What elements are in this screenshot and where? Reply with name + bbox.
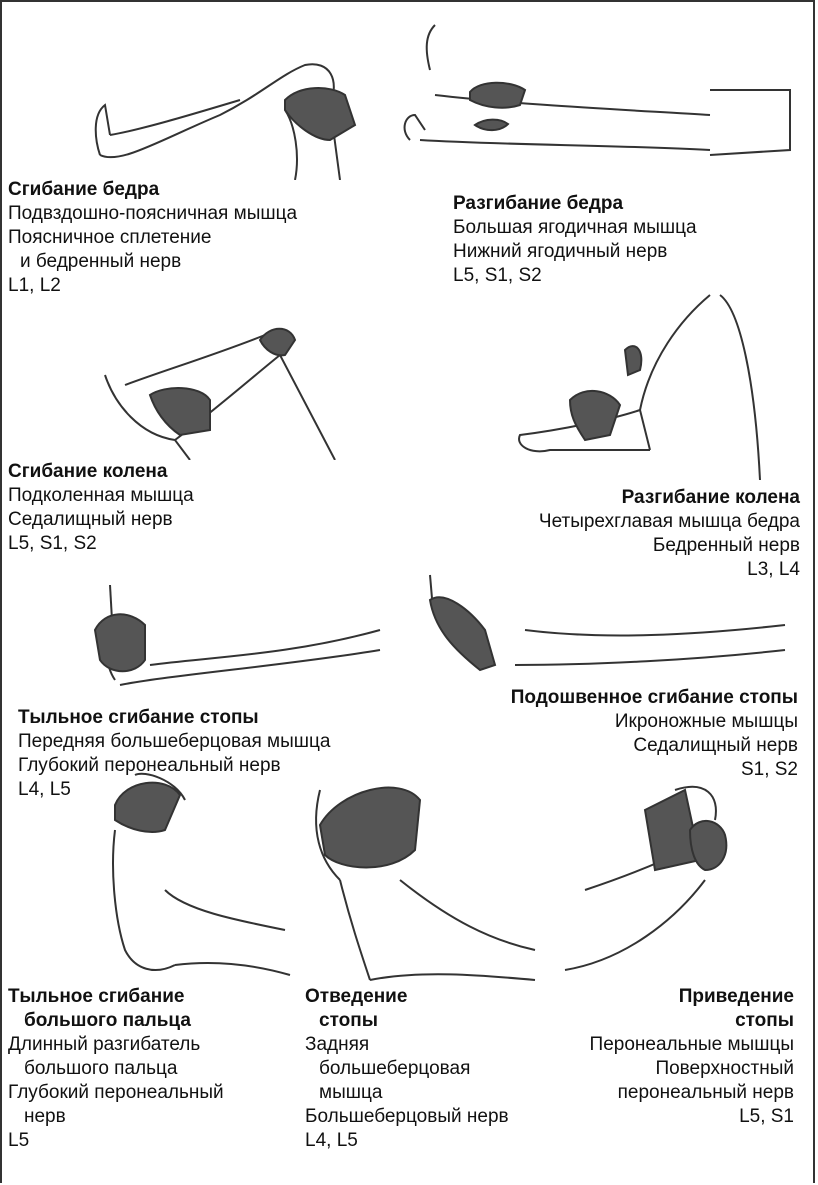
caption-line: Четырехглавая мышца бедра [539,510,800,534]
caption-title: Подошвенное сгибание стопы [511,686,798,710]
foot-dorsiflexion-illustration [90,575,390,695]
foot-abduction-illustration [300,770,540,985]
caption-title: Разгибание колена [539,486,800,510]
caption-foot-dorsiflexion: Тыльное сгибание стопы Передняя большебе… [18,706,330,802]
caption-title: Сгибание бедра [8,178,297,202]
caption-line: Глубокий перонеальный нерв [18,754,330,778]
caption-line: Седалищный нерв [511,734,798,758]
caption-line: Подколенная мышца [8,484,194,508]
caption-line: L5 [8,1129,224,1153]
caption-hip-extension: Разгибание бедра Большая ягодичная мышца… [453,192,697,288]
caption-line: L3, L4 [539,558,800,582]
hip-extension-illustration [400,20,800,170]
caption-knee-flexion: Сгибание колена Подколенная мышца Седали… [8,460,194,556]
caption-line: Поверхностный [590,1057,794,1081]
foot-adduction-illustration [555,770,775,985]
caption-line: Поясничное сплетение [8,226,297,250]
caption-line: и бедренный нерв [8,250,297,274]
knee-extension-illustration [510,290,790,480]
caption-toe-dorsiflexion: Тыльное сгибание большого пальца Длинный… [8,985,224,1153]
caption-title: Сгибание колена [8,460,194,484]
caption-title: Тыльное сгибание [8,985,224,1009]
caption-line: L4, L5 [305,1129,509,1153]
caption-line: перонеальный нерв [590,1081,794,1105]
knee-flexion-illustration [85,315,385,460]
caption-title: Отведение [305,985,509,1009]
caption-line: Длинный разгибатель [8,1033,224,1057]
hip-flexion-illustration [80,45,380,180]
caption-line: Перонеальные мышцы [590,1033,794,1057]
caption-foot-abduction: Отведение стопы Задняя большеберцовая мы… [305,985,509,1153]
caption-line: S1, S2 [511,758,798,782]
caption-hip-flexion: Сгибание бедра Подвздошно-поясничная мыш… [8,178,297,298]
caption-line: большеберцовая [305,1057,509,1081]
caption-line: нерв [8,1105,224,1129]
caption-knee-extension: Разгибание колена Четырехглавая мышца бе… [539,486,800,582]
caption-line: Глубокий перонеальный [8,1081,224,1105]
caption-foot-plantarflexion: Подошвенное сгибание стопы Икроножные мы… [511,686,798,782]
caption-line: Задняя [305,1033,509,1057]
caption-line: Икроножные мышцы [511,710,798,734]
caption-foot-adduction: Приведение стопы Перонеальные мышцы Пове… [590,985,794,1129]
caption-line: большого пальца [8,1057,224,1081]
caption-line: Седалищный нерв [8,508,194,532]
caption-line: L4, L5 [18,778,330,802]
toe-dorsiflexion-illustration [95,770,295,985]
caption-line: Нижний ягодичный нерв [453,240,697,264]
caption-title: Разгибание бедра [453,192,697,216]
caption-line: Большеберцовый нерв [305,1105,509,1129]
foot-plantarflexion-illustration [425,570,795,680]
caption-line: Большая ягодичная мышца [453,216,697,240]
caption-title: стопы [590,1009,794,1033]
caption-line: Подвздошно-поясничная мышца [8,202,297,226]
caption-line: L5, S1, S2 [453,264,697,288]
caption-line: Передняя большеберцовая мышца [18,730,330,754]
caption-title: Приведение [590,985,794,1009]
caption-line: L5, S1, S2 [8,532,194,556]
caption-title: большого пальца [8,1009,224,1033]
caption-line: Бедренный нерв [539,534,800,558]
caption-line: мышца [305,1081,509,1105]
caption-title: Тыльное сгибание стопы [18,706,330,730]
caption-line: L5, S1 [590,1105,794,1129]
caption-line: L1, L2 [8,274,297,298]
caption-title: стопы [305,1009,509,1033]
